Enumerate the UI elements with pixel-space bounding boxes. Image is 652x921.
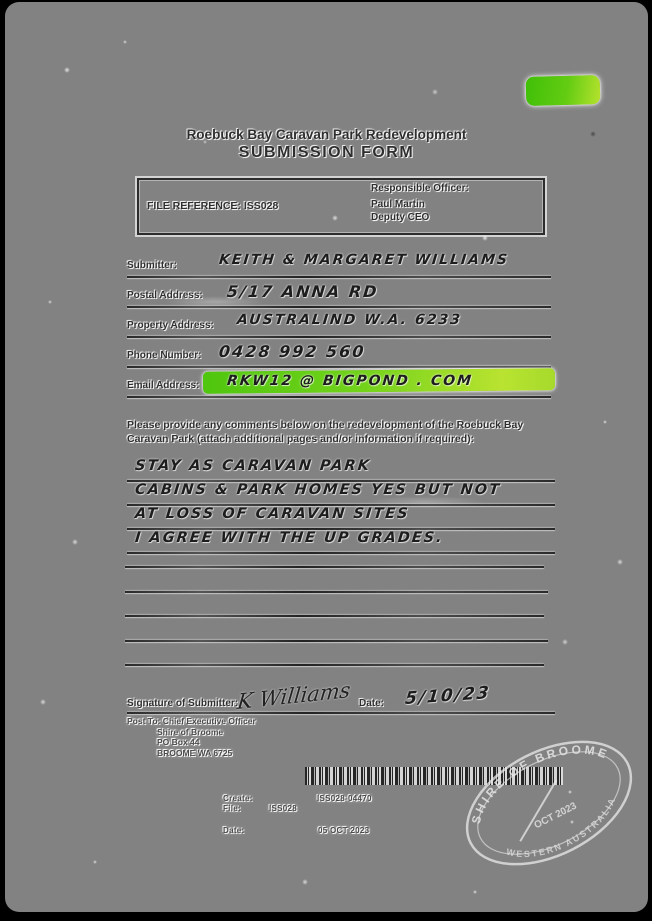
date-handwritten: 5/10/23 [404,682,492,710]
ruled-line [127,480,555,482]
svg-text:SHIRE OF BROOME: SHIRE OF BROOME [454,720,615,830]
comments-prompt: Please provide any comments below on the… [127,419,524,445]
ruled-line [127,306,551,308]
signature-row: Signature of Submitter: K Williams Date:… [127,678,555,714]
field-label: Submitter: [127,260,177,271]
ruled-line [127,276,551,278]
field-postal-address: Postal Address: 5/17 ANNA RD [127,282,551,308]
officer-title: Deputy CEO [371,212,430,223]
meta-file-label: File: [223,804,241,813]
form-subtitle: SUBMISSION FORM [238,144,415,161]
ruled-line [127,504,555,506]
field-submitter: Submitter: KEITH & MARGARET WILLIAMS [127,252,551,278]
meta-file-value: ISS028 [269,804,298,813]
comment-handwriting: CABINS & PARK HOMES YES BUT NOT [134,482,502,498]
ruled-line [125,591,548,593]
field-label: Email Address: [127,380,200,391]
meta-create-label: Create: [223,794,253,803]
comment-line: I AGREE WITH THE UP GRADES. [127,530,555,554]
field-value-handwritten: 0428 992 560 [218,342,367,361]
post-to-line: PO Box 44 [157,737,200,747]
comment-line: STAY AS CARAVAN PARK [127,458,555,482]
ruled-line [127,336,551,338]
field-property-address: Property Address: AUSTRALIND W.A. 6233 [127,312,551,338]
ruled-line [127,366,551,368]
responsible-officer-block: Responsible Officer: Paul Martin Deputy … [371,182,469,224]
field-value-handwritten: RKW12 @ BIGPOND . COM [226,373,474,389]
barcode [305,767,563,785]
ruled-line [127,396,551,398]
responsible-officer-label: Responsible Officer: [371,183,469,194]
post-to-line: Post To: Chief Executive Officer [127,716,256,726]
ruled-line [125,640,548,642]
comment-handwriting: I AGREE WITH THE UP GRADES. [134,530,445,546]
field-label: Postal Address: [127,290,203,301]
meta-date-value: 05 OCT 2023 [318,826,370,835]
document-page: Roebuck Bay Caravan Park Redevelopment S… [5,2,648,912]
received-stamp-icon: SHIRE OF BROOME WESTERN AUSTRALIA OCT 20… [454,720,633,875]
ruled-line [127,528,555,530]
field-phone-number: Phone Number: 0428 992 560 [127,342,551,368]
comment-line: CABINS & PARK HOMES YES BUT NOT [127,482,555,506]
ruled-line [125,566,544,568]
ruled-line [127,712,555,714]
green-highlighter-mark [525,75,601,106]
ruled-line [127,552,555,554]
meta-create-value: ISS028-04470 [317,794,372,803]
field-label: Phone Number: [127,350,202,361]
field-value-handwritten: KEITH & MARGARET WILLIAMS [218,252,510,268]
comment-handwriting: AT LOSS OF CARAVAN SITES [134,506,411,522]
signature-label: Signature of Submitter: [127,698,239,709]
field-value-handwritten: 5/17 ANNA RD [226,282,380,301]
stamp-inner-text: OCT 2023 [533,800,579,831]
post-to-line: BROOME WA 6725 [157,747,233,758]
file-reference-box: FILE REFERENCE: ISS028 Responsible Offic… [137,178,545,235]
file-reference: FILE REFERENCE: ISS028 [147,200,278,212]
ruled-line [125,615,544,617]
date-label: Date: [359,698,385,709]
file-reference-value: ISS028 [243,200,279,212]
comment-line: AT LOSS OF CARAVAN SITES [127,506,555,530]
stamp-ring-text-top: SHIRE OF BROOME [454,720,615,830]
field-label: Property Address: [127,320,214,331]
post-to-line: Shire of Broome [157,726,224,737]
submitter-signature: K Williams [236,677,352,715]
officer-name: Paul Martin [371,199,425,210]
document-title: Roebuck Bay Caravan Park Redevelopment [186,127,467,142]
post-to-block: Post To: Chief Executive Officer Shire o… [127,716,256,758]
comment-handwriting: STAY AS CARAVAN PARK [134,458,372,474]
meta-date-label: Date: [223,826,245,835]
ruled-line [125,664,544,666]
field-value-handwritten: AUSTRALIND W.A. 6233 [236,312,463,328]
file-reference-label: FILE REFERENCE: [147,200,241,212]
field-email-address: Email Address: RKW12 @ BIGPOND . COM [127,368,556,398]
